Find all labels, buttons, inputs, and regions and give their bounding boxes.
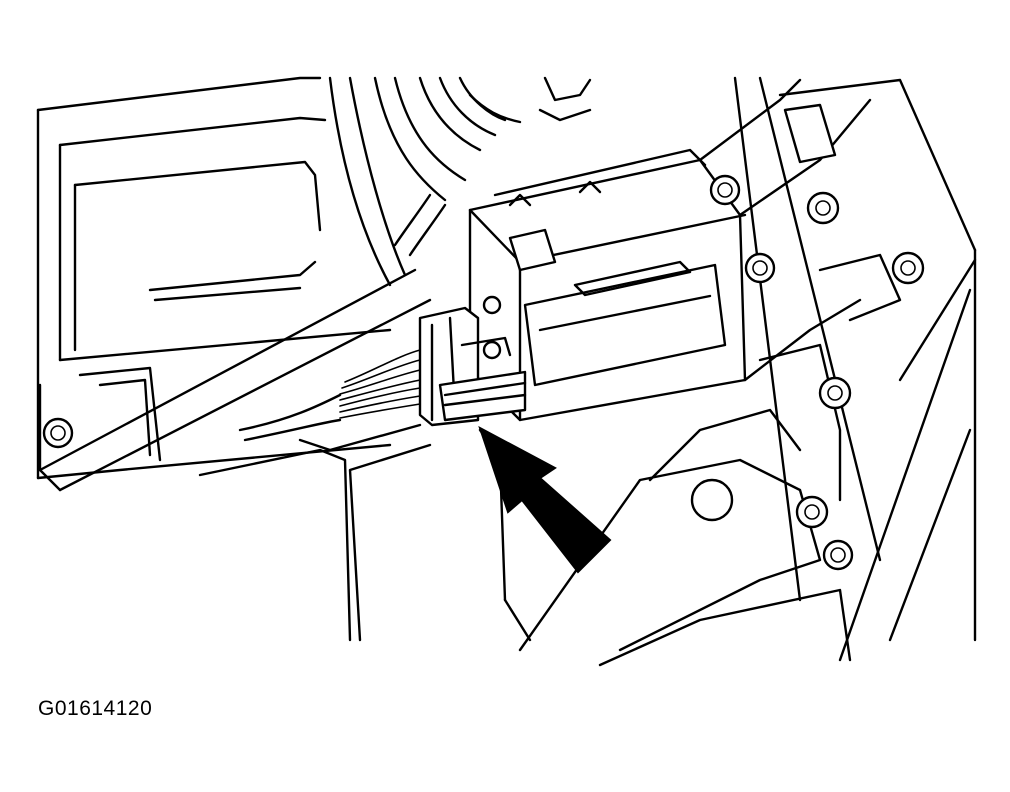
connector-wires [238,349,422,452]
bolt-icon [709,174,741,206]
wire-harness-upper [328,76,592,287]
control-module [468,78,872,422]
mounting-bolts [42,174,925,571]
bolt-icon [822,539,854,571]
bolt-icon [42,417,74,449]
figure-id-label: G01614120 [38,697,153,720]
support-bracket [38,268,432,492]
bolt-icon [795,495,829,529]
lower-frame [198,343,852,667]
body-panel-outline [36,76,392,480]
bolt-icon [818,376,852,410]
bolt-icon [891,251,925,285]
bolt-icon [806,191,840,225]
pointer-arrow-icon [478,425,612,574]
module-location-diagram [36,76,977,667]
electrical-connector [418,306,527,427]
side-frame-rail [733,76,977,662]
bolt-icon [744,252,776,284]
